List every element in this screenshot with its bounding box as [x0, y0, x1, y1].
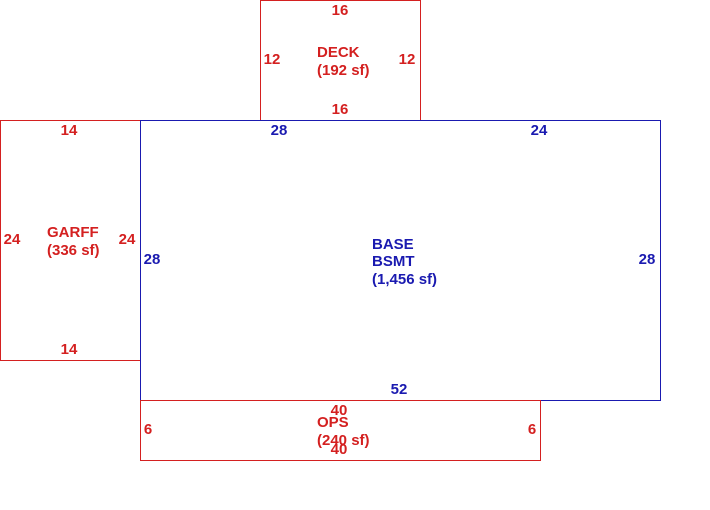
- base-dim-top-left: 28: [271, 122, 288, 139]
- deck-dim-left: 12: [264, 51, 281, 68]
- base-name-line1: BASE: [372, 236, 414, 253]
- base-dim-bottom: 52: [391, 381, 408, 398]
- garff-name: GARFF: [47, 224, 99, 241]
- base-dim-right: 28: [639, 251, 656, 268]
- ops-dim-right: 6: [528, 421, 536, 438]
- deck-dim-right: 12: [399, 51, 416, 68]
- garff-dim-top: 14: [61, 122, 78, 139]
- ops-dim-top: 40: [331, 402, 348, 419]
- base-room: 28 24 28 28 52 BASE BSMT (1,456 sf): [140, 120, 661, 401]
- ops-room: 40 6 6 OPS (240 sf) 40: [140, 400, 541, 461]
- deck-dim-bottom: 16: [332, 101, 349, 118]
- deck-room: 16 12 12 16 DECK (192 sf): [260, 0, 421, 121]
- ops-name: OPS: [317, 414, 349, 431]
- ops-outline: [140, 400, 541, 461]
- garff-room: 14 24 24 14 GARFF (336 sf): [0, 120, 141, 361]
- base-name-line2: BSMT: [372, 253, 415, 270]
- deck-area: (192 sf): [317, 62, 370, 79]
- ops-area: (240 sf): [317, 432, 370, 449]
- base-dim-top-right: 24: [531, 122, 548, 139]
- ops-dim-bottom: 40: [331, 441, 348, 458]
- garff-area: (336 sf): [47, 242, 100, 259]
- deck-dim-top: 16: [332, 2, 349, 19]
- base-area: (1,456 sf): [372, 271, 437, 288]
- garff-dim-bottom: 14: [61, 341, 78, 358]
- garff-dim-right: 24: [119, 231, 136, 248]
- garff-dim-left: 24: [4, 231, 21, 248]
- base-dim-left: 28: [144, 251, 161, 268]
- ops-dim-left: 6: [144, 421, 152, 438]
- deck-name: DECK: [317, 44, 360, 61]
